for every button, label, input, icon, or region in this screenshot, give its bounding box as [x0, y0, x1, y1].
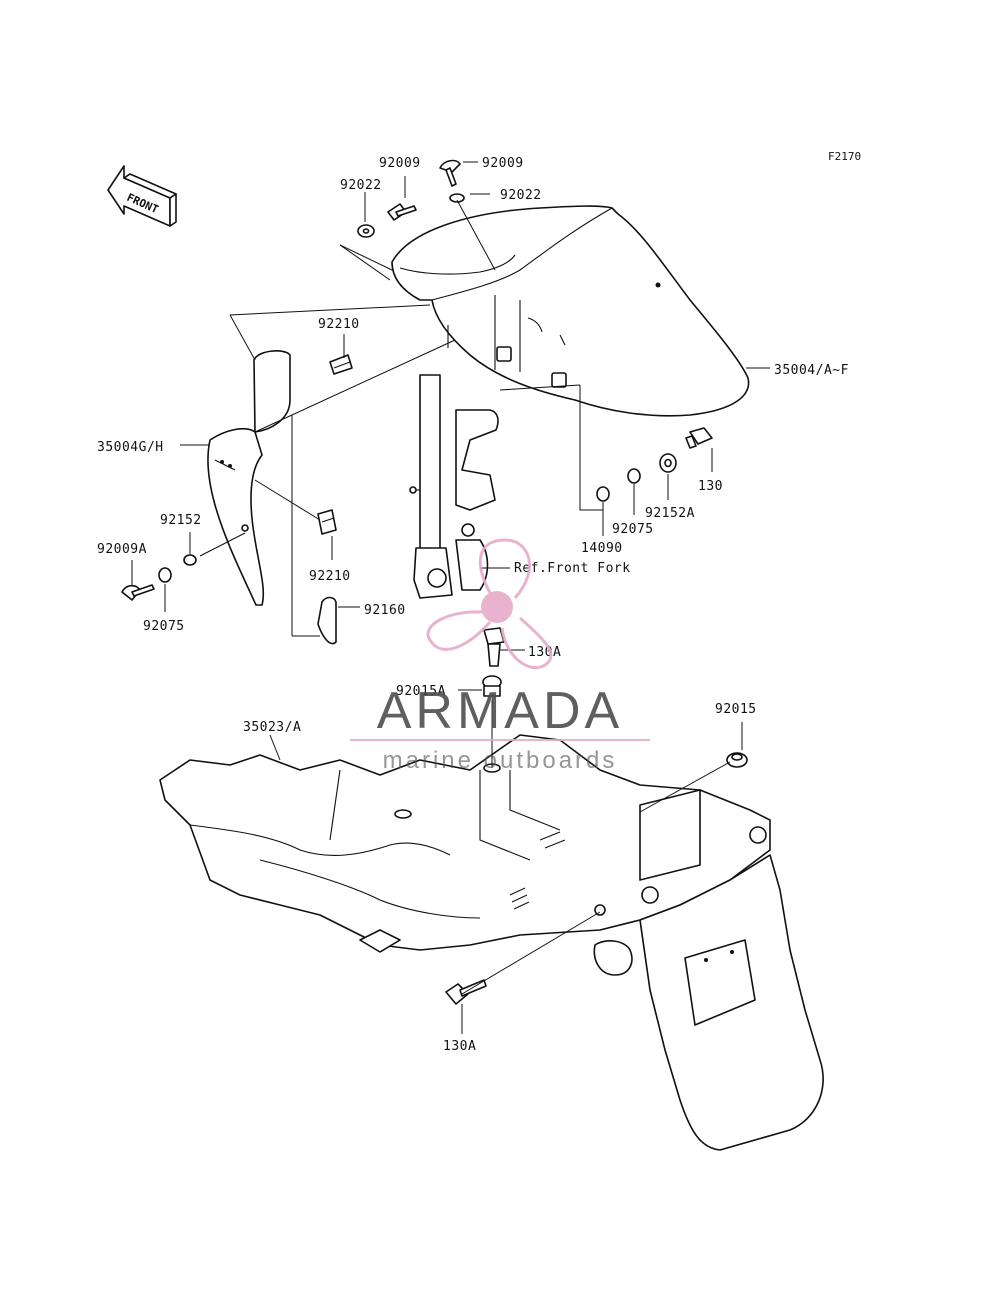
label-92075-right: 92075 — [612, 522, 654, 537]
label-35004-a-f: 35004/A~F — [774, 363, 849, 378]
label-92009-left: 92009 — [379, 156, 421, 171]
collar-92152a-icon — [659, 453, 677, 473]
label-92210-bottom: 92210 — [309, 569, 351, 584]
label-92210-top: 92210 — [318, 317, 360, 332]
bolt-92009a-icon — [121, 584, 155, 601]
front-fender — [391, 205, 750, 417]
label-130a-top: 130A — [528, 645, 561, 660]
label-92015a: 92015A — [396, 684, 446, 699]
washer-92075-right-icon — [627, 468, 641, 484]
label-92009-right: 92009 — [482, 156, 524, 171]
watermark-brand: ARMADA — [377, 682, 623, 740]
washer-92022-right-icon — [449, 193, 465, 203]
bolt-130-icon — [685, 427, 713, 449]
label-92075-left: 92075 — [143, 619, 185, 634]
front-arrow-icon: FRONT — [107, 165, 177, 227]
collar-92015a-icon — [482, 675, 502, 697]
front-mud-guard — [207, 350, 291, 606]
nut-92015-icon — [726, 752, 748, 768]
propeller-logo-icon — [426, 538, 553, 669]
label-92015: 92015 — [715, 702, 757, 717]
label-92152: 92152 — [160, 513, 202, 528]
clip-92210-bottom-icon — [317, 509, 337, 535]
washer-92075-left-icon — [158, 567, 172, 583]
leader-lines — [131, 161, 770, 1034]
washer-92022-left-icon — [357, 224, 375, 238]
front-fork — [409, 374, 499, 599]
label-ref-front-fork: Ref.Front Fork — [514, 561, 631, 576]
watermark-tagline: marine outboards — [383, 747, 618, 774]
clip-92210-top-icon — [329, 354, 353, 375]
label-130: 130 — [698, 479, 723, 494]
reflector-92160-icon — [317, 596, 337, 645]
rear-fender-undertray — [159, 734, 824, 1151]
washer-14090-icon — [596, 486, 610, 502]
label-92160: 92160 — [364, 603, 406, 618]
part-labels: 92009 92009 92022 92022 92210 35004/A~F … — [97, 156, 849, 1054]
label-92152a: 92152A — [645, 506, 695, 521]
label-130a-bottom: 130A — [443, 1039, 476, 1054]
bolt-130a-top-icon — [483, 627, 505, 667]
label-14090: 14090 — [581, 541, 623, 556]
label-35023-a: 35023/A — [243, 720, 301, 735]
bolt-92009-left-icon — [387, 203, 417, 221]
bolt-92009-right-icon — [439, 159, 461, 187]
label-92009a: 92009A — [97, 542, 147, 557]
diagram-code: F2170 — [828, 150, 861, 163]
label-35004g-h: 35004G/H — [97, 440, 164, 455]
label-92022-left: 92022 — [340, 178, 382, 193]
label-92022-right: 92022 — [500, 188, 542, 203]
collar-92152-icon — [183, 554, 197, 566]
watermark: ARMADA marine outboards — [350, 538, 650, 774]
